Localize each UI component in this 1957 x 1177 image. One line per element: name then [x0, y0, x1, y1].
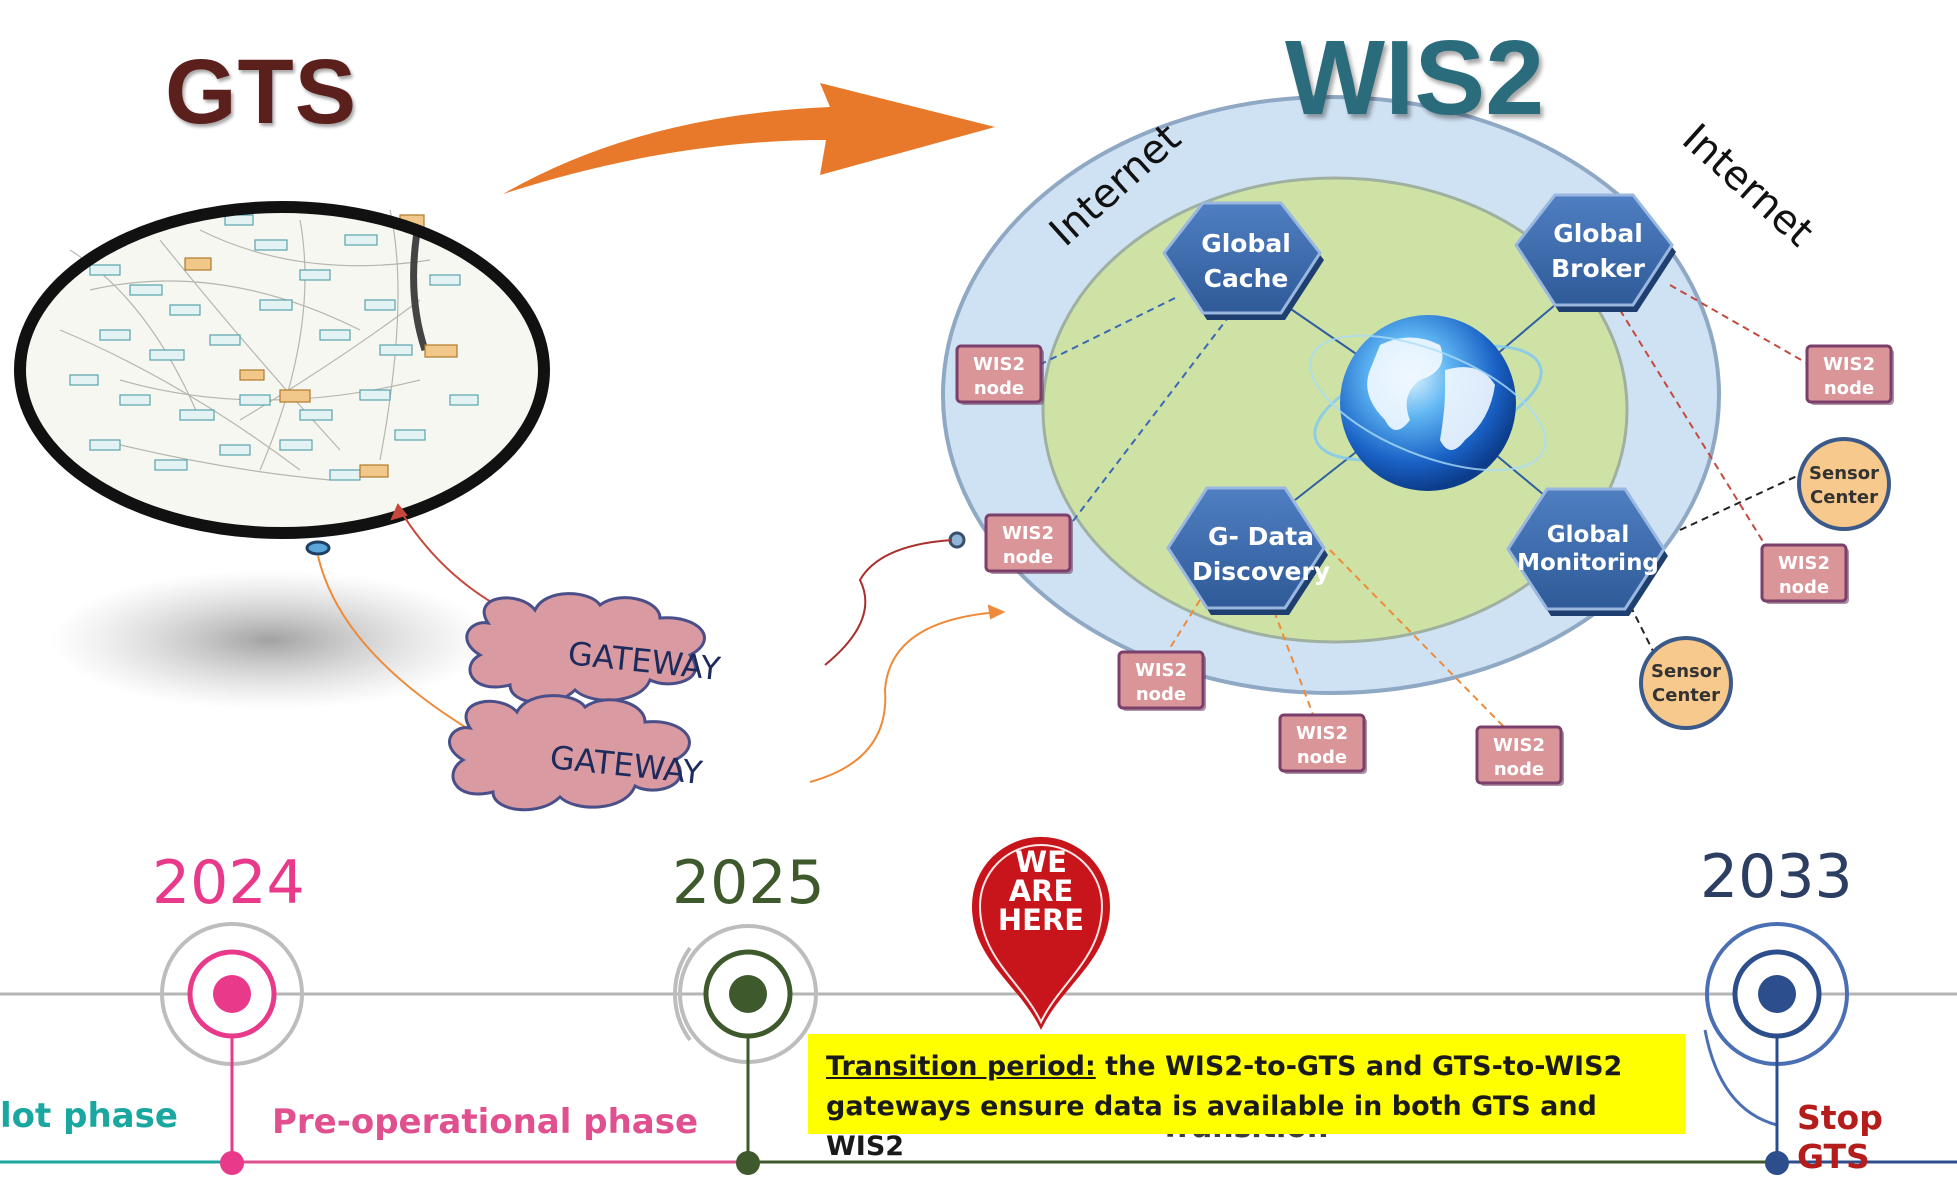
gts-title: GTS [165, 41, 358, 143]
wis2-node-4-line1: WIS2 [1778, 553, 1830, 574]
stop-gts-label: Stop GTS [1797, 1098, 1883, 1176]
marker-line-2: ARE [1009, 874, 1074, 908]
hex-global-monitoring [1506, 487, 1668, 616]
marker-line-3: HERE [998, 903, 1084, 937]
wis2-node-6: WIS2 node [1278, 713, 1367, 774]
hex-global-cache-line1: Global [1201, 229, 1291, 258]
wis2-node-4: WIS2 node [1760, 543, 1849, 604]
migration-arrow [503, 83, 995, 194]
pre-operational-phase-label: Pre-operational phase [272, 1102, 699, 1142]
gts-connector-dot [305, 540, 331, 556]
year-2033: 2033 [1700, 842, 1853, 912]
wis2-node-2-line2: node [1003, 547, 1053, 568]
wis2-node-4-line2: node [1779, 577, 1829, 598]
sensor-center-1-line2: Center [1810, 487, 1878, 508]
sensor-center-1-line1: Sensor [1809, 463, 1879, 484]
hex-g-data-discovery-line1: G- Data [1208, 522, 1314, 551]
wis2-connector-dot [948, 531, 966, 549]
hex-global-broker-line2: Broker [1551, 254, 1645, 283]
milestone-2025 [672, 924, 818, 1162]
wis2-node-1-line1: WIS2 [973, 354, 1025, 375]
globe-links [1284, 304, 1556, 501]
year-2025: 2025 [672, 848, 825, 918]
sensor-center-2-line1: Sensor [1651, 661, 1721, 682]
timeline [0, 922, 1957, 1175]
transition-period-label: Transition period: [826, 1051, 1096, 1082]
wis2-node-3-line1: WIS2 [1823, 354, 1875, 375]
wis2-node-1: WIS2 node [955, 344, 1044, 405]
hex-g-data-discovery [1166, 486, 1328, 615]
wis2-node-5-line1: WIS2 [1135, 660, 1187, 681]
wis2-node-2-line1: WIS2 [1002, 523, 1054, 544]
wis2-node-1-line2: node [974, 378, 1024, 399]
transition-period-text-1: the WIS2-to-GTS and GTS-to-WIS2 [1095, 1051, 1623, 1082]
hex-global-cache-line2: Cache [1204, 264, 1289, 293]
wis2-node-7-line1: WIS2 [1493, 735, 1545, 756]
hex-global-monitoring-line1: Global [1547, 522, 1629, 548]
wis2-node-6-line2: node [1297, 747, 1347, 768]
gateway-cloud-2 [448, 694, 691, 812]
internet-label-right: Internet [1673, 115, 1822, 255]
gateway-cloud-1 [465, 592, 706, 705]
sensor-center-2: Sensor Center [1639, 636, 1733, 730]
wis2-title: WIS2 [1285, 19, 1545, 137]
gts-network-map [14, 201, 550, 539]
hex-global-cache [1162, 201, 1324, 320]
milestone-2033 [1703, 922, 1849, 1162]
wis2-node-7: WIS2 node [1475, 725, 1564, 786]
wis2-node-6-line1: WIS2 [1296, 723, 1348, 744]
hex-global-broker [1514, 193, 1676, 312]
hex-g-data-discovery-line2: Discovery [1192, 557, 1330, 586]
sensor-center-1: Sensor Center [1797, 437, 1891, 531]
wis2-node-5-line2: node [1136, 684, 1186, 705]
globe-icon [1309, 315, 1547, 491]
hex-global-monitoring-line2: Monitoring [1517, 550, 1659, 576]
wis2-nodes: WIS2nodeWIS2nodeWIS2nodeWIS2nodeWIS2node… [955, 344, 1894, 786]
gts-shadow [50, 570, 490, 710]
wis2-node-3-line2: node [1824, 378, 1874, 399]
transition-period-text-2: gateways ensure data is available in bot… [826, 1091, 1597, 1162]
wis2-node-3: WIS2 node [1805, 344, 1894, 405]
pilot-phase-label: lot phase [0, 1096, 178, 1136]
sensor-center-2-line2: Center [1652, 685, 1720, 706]
wis2-node-5: WIS2 node [1117, 650, 1206, 711]
wis2-node-7-line2: node [1494, 759, 1544, 780]
we-are-here-marker: WE ARE HERE [971, 836, 1111, 1030]
milestone-2024 [160, 922, 304, 1162]
year-2024: 2024 [152, 848, 305, 918]
wis2-node-2: WIS2 node [984, 513, 1073, 574]
transition-period-callout: Transition period: the WIS2-to-GTS and G… [808, 1034, 1685, 1162]
marker-line-1: WE [1015, 845, 1067, 879]
hex-global-broker-line1: Global [1553, 219, 1643, 248]
